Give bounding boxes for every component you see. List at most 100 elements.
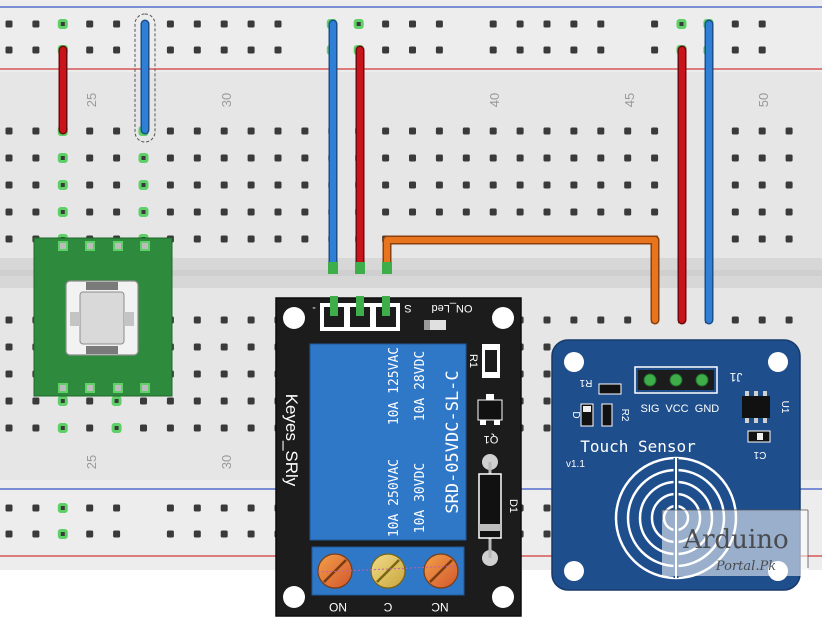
- relay-rating-2: 10A 125VAC: [387, 347, 402, 425]
- breadboard-hole: [676, 19, 687, 29]
- breadboard-hole: [758, 127, 766, 135]
- breadboard-hole: [785, 127, 793, 135]
- breadboard-hole: [193, 397, 201, 405]
- breadboard-hole: [462, 181, 470, 189]
- breadboard-hole: [193, 530, 201, 538]
- column-number-30: 30: [219, 93, 234, 107]
- mounting-hole: [492, 307, 514, 329]
- breadboard-hole: [247, 424, 255, 432]
- breadboard-hole: [32, 154, 40, 162]
- breadboard-hole: [785, 235, 793, 243]
- breadboard-hole: [5, 343, 13, 351]
- breadboard-hole: [32, 127, 40, 135]
- breadboard-hole: [166, 424, 174, 432]
- breadboard-hole: [543, 20, 551, 28]
- breadboard-hole: [543, 208, 551, 216]
- breadboard-hole: [113, 154, 121, 162]
- sensor-version: v1.1: [566, 459, 585, 470]
- breadboard-hole: [111, 423, 122, 433]
- breadboard-hole: [193, 127, 201, 135]
- button-pin: [113, 241, 123, 251]
- breadboard-hole: [462, 208, 470, 216]
- breadboard-hole: [543, 46, 551, 54]
- breadboard-hole: [274, 235, 282, 243]
- breadboard-hole: [731, 181, 739, 189]
- wire-blue-left-selected[interactable]: [134, 13, 156, 143]
- terminal-label-no: NO: [329, 600, 347, 614]
- breadboard-hole: [409, 181, 416, 189]
- breadboard-hole: [32, 46, 40, 54]
- breadboard-hole: [193, 46, 201, 54]
- breadboard-hole: [220, 127, 228, 135]
- header-j1-label: J1: [729, 370, 742, 384]
- breadboard-hole: [193, 316, 201, 324]
- breadboard-hole: [138, 153, 149, 163]
- breadboard-hole: [113, 20, 121, 28]
- breadboard-hole: [489, 154, 497, 162]
- breadboard-hole: [86, 530, 94, 538]
- breadboard-hole: [543, 154, 551, 162]
- breadboard-hole: [247, 20, 255, 28]
- r2-label: R2: [619, 409, 630, 422]
- wire-orange-signal[interactable]: [382, 235, 660, 325]
- watermark-arduino: Arduino: [682, 525, 788, 555]
- breadboard-hole: [489, 181, 497, 189]
- breadboard-hole: [193, 181, 201, 189]
- breadboard-hole: [570, 316, 578, 324]
- breadboard-hole: [86, 208, 94, 216]
- breadboard-hole: [220, 316, 228, 324]
- breadboard-hole: [274, 181, 282, 189]
- relay-module[interactable]: - + S ON_Led 10A 250VAC 10A 125VAC 10A 3…: [275, 296, 522, 617]
- pin-label-plus: +: [344, 302, 350, 314]
- button-cap[interactable]: [79, 291, 125, 345]
- breadboard-hole: [435, 46, 443, 54]
- breadboard-hole: [5, 208, 13, 216]
- button-pin: [58, 241, 68, 251]
- pin-label-gnd: GND: [695, 403, 720, 415]
- breadboard-hole: [5, 20, 13, 28]
- resistor-r1-smd: [598, 383, 622, 395]
- breadboard-hole: [193, 154, 201, 162]
- column-number-30-bottom: 30: [219, 455, 234, 469]
- breadboard-hole: [516, 20, 524, 28]
- column-number-25: 25: [84, 93, 99, 107]
- breadboard-hole: [32, 424, 40, 432]
- r1-label: R1: [579, 377, 592, 388]
- chip-u1: [742, 391, 770, 423]
- breadboard-hole: [274, 154, 282, 162]
- breadboard-hole: [166, 530, 174, 538]
- breadboard-hole: [624, 181, 632, 189]
- diode-d1-label: D1: [507, 499, 519, 513]
- breadboard-hole: [86, 154, 94, 162]
- breadboard-hole: [516, 127, 524, 135]
- breadboard-hole: [166, 181, 174, 189]
- breadboard-hole: [570, 154, 578, 162]
- mounting-hole: [768, 352, 788, 372]
- breadboard-hole: [489, 208, 497, 216]
- breadboard-hole: [220, 397, 228, 405]
- u1-label: U1: [779, 401, 790, 414]
- breadboard-hole: [382, 208, 390, 216]
- breadboard-hole: [86, 20, 94, 28]
- mounting-hole: [564, 352, 584, 372]
- breadboard-hole: [57, 396, 68, 406]
- top-power-rail: [0, 0, 822, 72]
- breadboard-hole: [138, 180, 149, 190]
- column-number-50: 50: [756, 93, 771, 107]
- breadboard-hole: [624, 208, 632, 216]
- breadboard-hole: [86, 397, 94, 405]
- breadboard-hole: [220, 154, 228, 162]
- breadboard-hole: [32, 181, 40, 189]
- relay-rating-3: 10A 30VDC: [413, 463, 428, 533]
- breadboard-hole: [516, 154, 524, 162]
- breadboard-hole: [382, 127, 390, 135]
- breadboard-hole: [220, 20, 228, 28]
- breadboard-hole: [731, 20, 739, 28]
- push-button-module[interactable]: [33, 237, 173, 397]
- breadboard-hole: [140, 424, 147, 432]
- breadboard-hole: [597, 20, 605, 28]
- breadboard-hole: [220, 208, 228, 216]
- breadboard-hole: [301, 208, 309, 216]
- breadboard-hole: [57, 153, 68, 163]
